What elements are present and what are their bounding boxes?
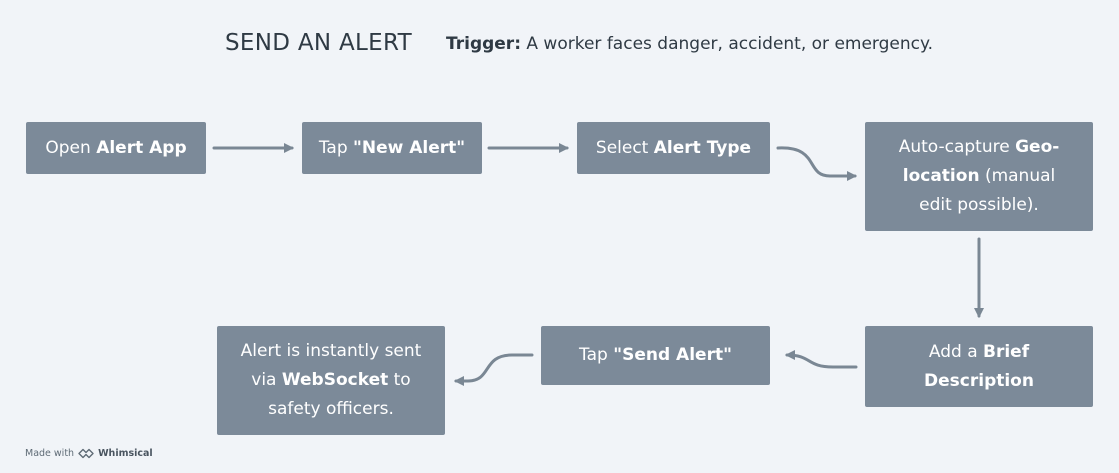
node-open-alert-app-label: Open Alert App	[45, 137, 187, 158]
whimsical-brand-text: Whimsical	[98, 448, 153, 459]
node-tap-send-alert[interactable]: Tap "Send Alert"	[541, 326, 770, 385]
node-tap-send-alert-label: Tap "Send Alert"	[579, 345, 732, 365]
trigger-text: A worker faces danger, accident, or emer…	[521, 34, 934, 54]
diagram-title: SEND AN ALERT	[225, 30, 412, 56]
node-brief-description-label: Add a Brief Description	[924, 341, 1034, 391]
node-select-alert-type-label: Select Alert Type	[595, 137, 752, 158]
trigger-description: Trigger: A worker faces danger, accident…	[446, 34, 933, 54]
node-geo-location[interactable]: Auto-capture Geo-location (manual edit p…	[865, 122, 1093, 231]
node-brief-description[interactable]: Add a Brief Description	[865, 326, 1093, 407]
whimsical-logo-icon	[78, 448, 94, 459]
node-alert-sent[interactable]: Alert is instantly sent via WebSocket to…	[217, 326, 445, 435]
arrow-send-to-sent	[454, 353, 534, 386]
made-with-text: Made with	[25, 448, 75, 459]
node-tap-new-alert-label: Tap "New Alert"	[318, 137, 466, 158]
arrow-select-to-geo	[776, 146, 857, 181]
trigger-label: Trigger:	[446, 34, 521, 54]
node-tap-new-alert[interactable]: Tap "New Alert"	[302, 122, 482, 174]
node-geo-location-label: Auto-capture Geo-location (manual edit p…	[898, 137, 1060, 215]
node-alert-sent-label: Alert is instantly sent via WebSocket to…	[240, 341, 422, 419]
node-open-alert-app[interactable]: Open Alert App	[26, 122, 206, 174]
made-with-footer[interactable]: Made with Whimsical	[25, 448, 153, 459]
arrow-description-to-send	[785, 350, 858, 369]
node-select-alert-type[interactable]: Select Alert Type	[577, 122, 770, 174]
